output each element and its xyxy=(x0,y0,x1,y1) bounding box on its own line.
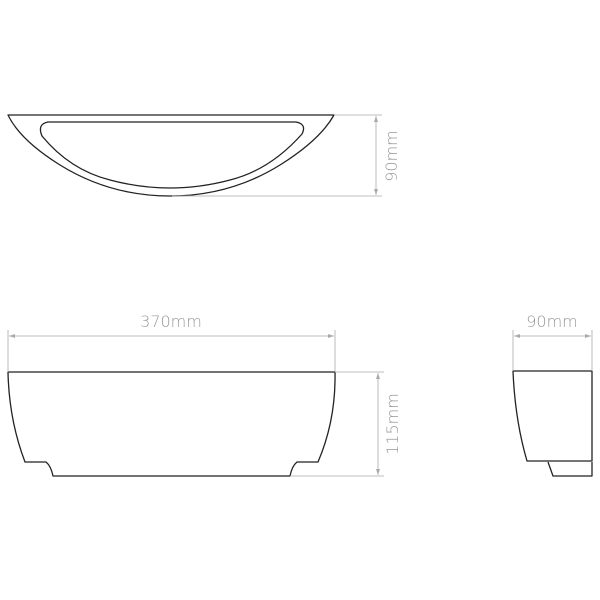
front-height-label: 115mm xyxy=(383,393,402,455)
front-width-label: 370mm xyxy=(140,312,202,331)
top-depth-label: 90mm xyxy=(382,130,401,182)
side-view-outline xyxy=(512,370,593,462)
top-view: 90mm xyxy=(7,114,401,197)
front-view: 370mm 115mm xyxy=(7,312,402,477)
side-depth-label: 90mm xyxy=(526,312,578,331)
front-view-outline xyxy=(7,371,336,477)
side-view: 90mm xyxy=(512,312,593,477)
side-view-mount xyxy=(547,461,593,477)
top-view-outline xyxy=(7,114,335,197)
top-view-slot xyxy=(39,121,305,189)
